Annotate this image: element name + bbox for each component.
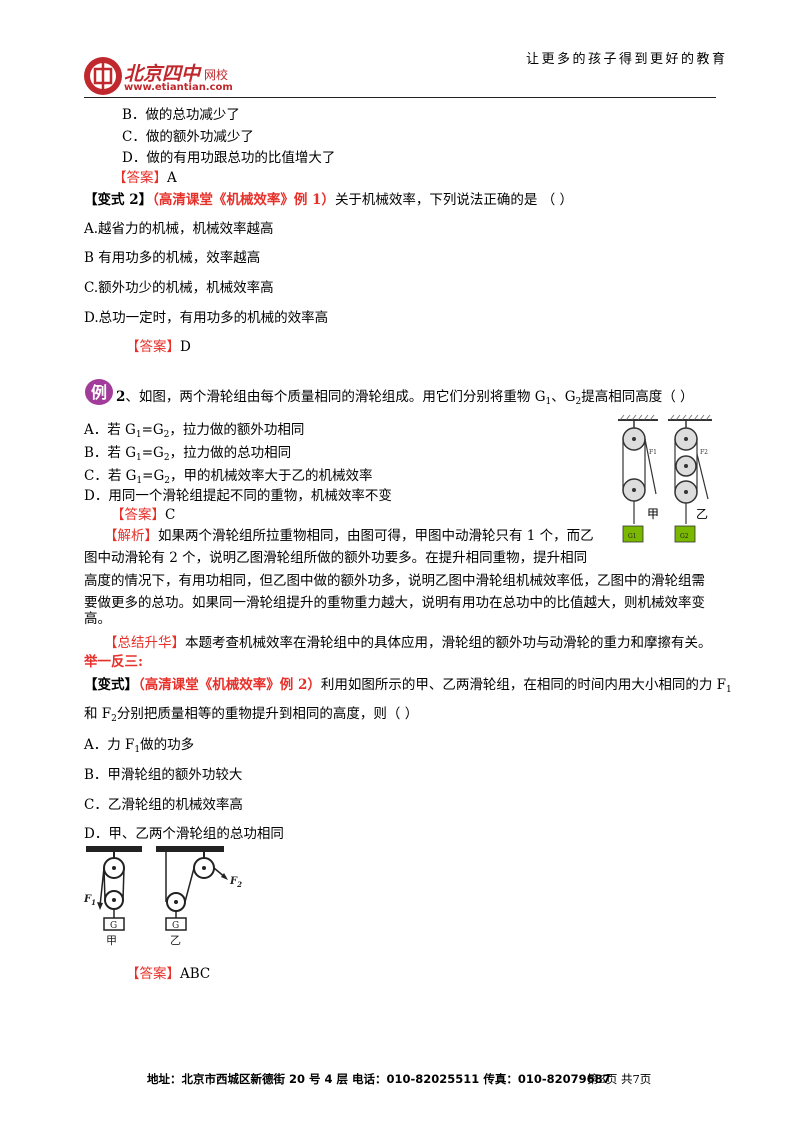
answer-label: 【答案】 <box>111 507 165 523</box>
logo-name: 北京四中 <box>124 63 201 85</box>
svg-text:甲: 甲 <box>106 934 117 947</box>
block1-option-d: D．做的有用功跟总功的比值增大了 <box>122 150 336 166</box>
summary-label: 【总结升华】 <box>104 635 185 651</box>
example2-analysis-line5: 高。 <box>84 611 111 627</box>
variant3-answer: 【答案】ABC <box>126 962 210 982</box>
variant3-question-line2: 和 F2分别把质量相等的重物提升到相同的高度，则（ ） <box>84 706 419 724</box>
variant3-question-line1: 【变式】（高清课堂《机械效率》例 2）利用如图所示的甲、乙两滑轮组，在相同的时间… <box>84 677 732 695</box>
variant2-answer: 【答案】D <box>126 335 191 355</box>
variant3-label: 【变式】 <box>84 677 138 693</box>
svg-text:F2: F2 <box>229 876 242 889</box>
variant2-option-b: B 有用功多的机械，效率越高 <box>84 250 261 266</box>
example2-analysis-line4: 要做更多的总功。如果同一滑轮组提升的重物重力越大，说明有用功在总功中的比值越大，… <box>84 595 705 611</box>
example2-summary: 【总结升华】本题考查机械效率在滑轮组中的具体应用，滑轮组的额外功与动滑轮的重力和… <box>104 635 712 651</box>
variant2-option-c: C.额外功少的机械，机械效率高 <box>84 280 274 296</box>
variant2-option-d: D.总功一定时，有用功多的机械的效率高 <box>84 310 329 326</box>
example2-text-b: 、G <box>551 389 576 405</box>
footer-address: 地址：北京市西城区新德街 20 号 4 层 电话：010-82025511 传真… <box>147 1072 611 1086</box>
svg-text:甲: 甲 <box>647 507 659 521</box>
example2-analysis-line2: 图中动滑轮有 2 个，说明乙图滑轮组所做的额外功要多。在提升相同重物，提升相同 <box>84 550 588 566</box>
sub-1: 1 <box>545 397 552 407</box>
svg-text:G1: G1 <box>628 533 637 540</box>
analysis-label: 【解析】 <box>104 528 158 544</box>
svg-text:乙: 乙 <box>696 507 708 521</box>
answer-value: A <box>167 170 177 186</box>
variant2-source: （高清课堂《机械效率》例 1） <box>152 192 335 208</box>
example2-option-d: D．用同一个滑轮组提起不同的重物，机械效率不变 <box>84 488 392 504</box>
juyi-title: 举一反三: <box>84 654 143 670</box>
answer-value: D <box>180 339 191 355</box>
block1-option-b: B．做的总功减少了 <box>122 107 240 123</box>
svg-text:G: G <box>172 921 179 931</box>
variant2-option-a: A.越省力的机械，机械效率越高 <box>84 221 274 237</box>
svg-text:乙: 乙 <box>170 934 181 947</box>
header-divider <box>84 97 716 98</box>
variant2-question: 【变式 2】（高清课堂《机械效率》例 1）关于机械效率，下列说法正确的是 （ ） <box>84 188 573 208</box>
svg-text:F1: F1 <box>83 894 96 907</box>
logo-url: www.etiantian.com <box>124 82 233 93</box>
variant3-option-d: D．甲、乙两个滑轮组的总功相同 <box>84 826 284 842</box>
sub-2: 2 <box>575 397 582 407</box>
answer-label: 【答案】 <box>126 966 180 982</box>
example2-answer: 【答案】C <box>111 503 175 523</box>
pulley-figure-variant3: F1 G 甲 F2 G 乙 <box>83 846 242 947</box>
svg-text:G: G <box>110 921 117 931</box>
example2-option-c: C．若 G1=G2，甲的机械效率大于乙的机械效率 <box>84 468 373 486</box>
variant2-label: 【变式 2】 <box>84 192 153 208</box>
example2-option-b: B．若 G1=G2，拉力做的总功相同 <box>84 445 292 463</box>
example2-number: 2 <box>116 389 126 405</box>
svg-text:G2: G2 <box>680 533 689 540</box>
answer-value: ABC <box>180 966 211 982</box>
example2-text-a: 、如图，两个滑轮组由每个质量相同的滑轮组成。用它们分别将重物 G <box>125 389 546 405</box>
example2-analysis-line3: 高度的情况下，有用功相同，但乙图中做的额外功多，说明乙图中滑轮组机械效率低，乙图… <box>84 573 705 589</box>
header-slogan: 让更多的孩子得到更好的教育 <box>526 52 728 67</box>
example-badge-icon: 例 <box>85 379 113 405</box>
variant3-option-a: A．力 F1做的功多 <box>84 737 195 755</box>
svg-text:F1: F1 <box>649 449 657 456</box>
logo-sub: 网校 <box>204 68 229 82</box>
block1-option-c: C．做的额外功减少了 <box>122 129 254 145</box>
example2-analysis-line1: 【解析】如果两个滑轮组所拉重物相同，由图可得，甲图中动滑轮只有 1 个，而乙 <box>104 528 594 544</box>
answer-value: C <box>165 507 176 523</box>
example2-text-c: 提高相同高度（ ） <box>581 389 694 405</box>
svg-text:F2: F2 <box>700 449 708 456</box>
logo-emblem-icon <box>84 57 122 95</box>
variant3-option-b: B．甲滑轮组的额外功较大 <box>84 767 243 783</box>
block1-answer: 【答案】A <box>113 166 177 186</box>
example2-option-a: A．若 G1=G2，拉力做的额外功相同 <box>84 422 305 440</box>
answer-label: 【答案】 <box>113 170 167 186</box>
variant3-option-c: C．乙滑轮组的机械效率高 <box>84 797 243 813</box>
example2-question: 2、如图，两个滑轮组由每个质量相同的滑轮组成。用它们分别将重物 G1、G2提高相… <box>116 385 694 407</box>
pulley-figure-example2: F1 G1 甲 F2 G2 乙 <box>618 414 712 543</box>
variant3-source: （高清课堂《机械效率》例 2） <box>138 677 321 693</box>
footer-page: 第3页 共7页 <box>587 1072 652 1086</box>
answer-label: 【答案】 <box>126 339 180 355</box>
badge-text: 例 <box>91 383 107 402</box>
variant2-text: 关于机械效率，下列说法正确的是 （ ） <box>334 192 574 208</box>
